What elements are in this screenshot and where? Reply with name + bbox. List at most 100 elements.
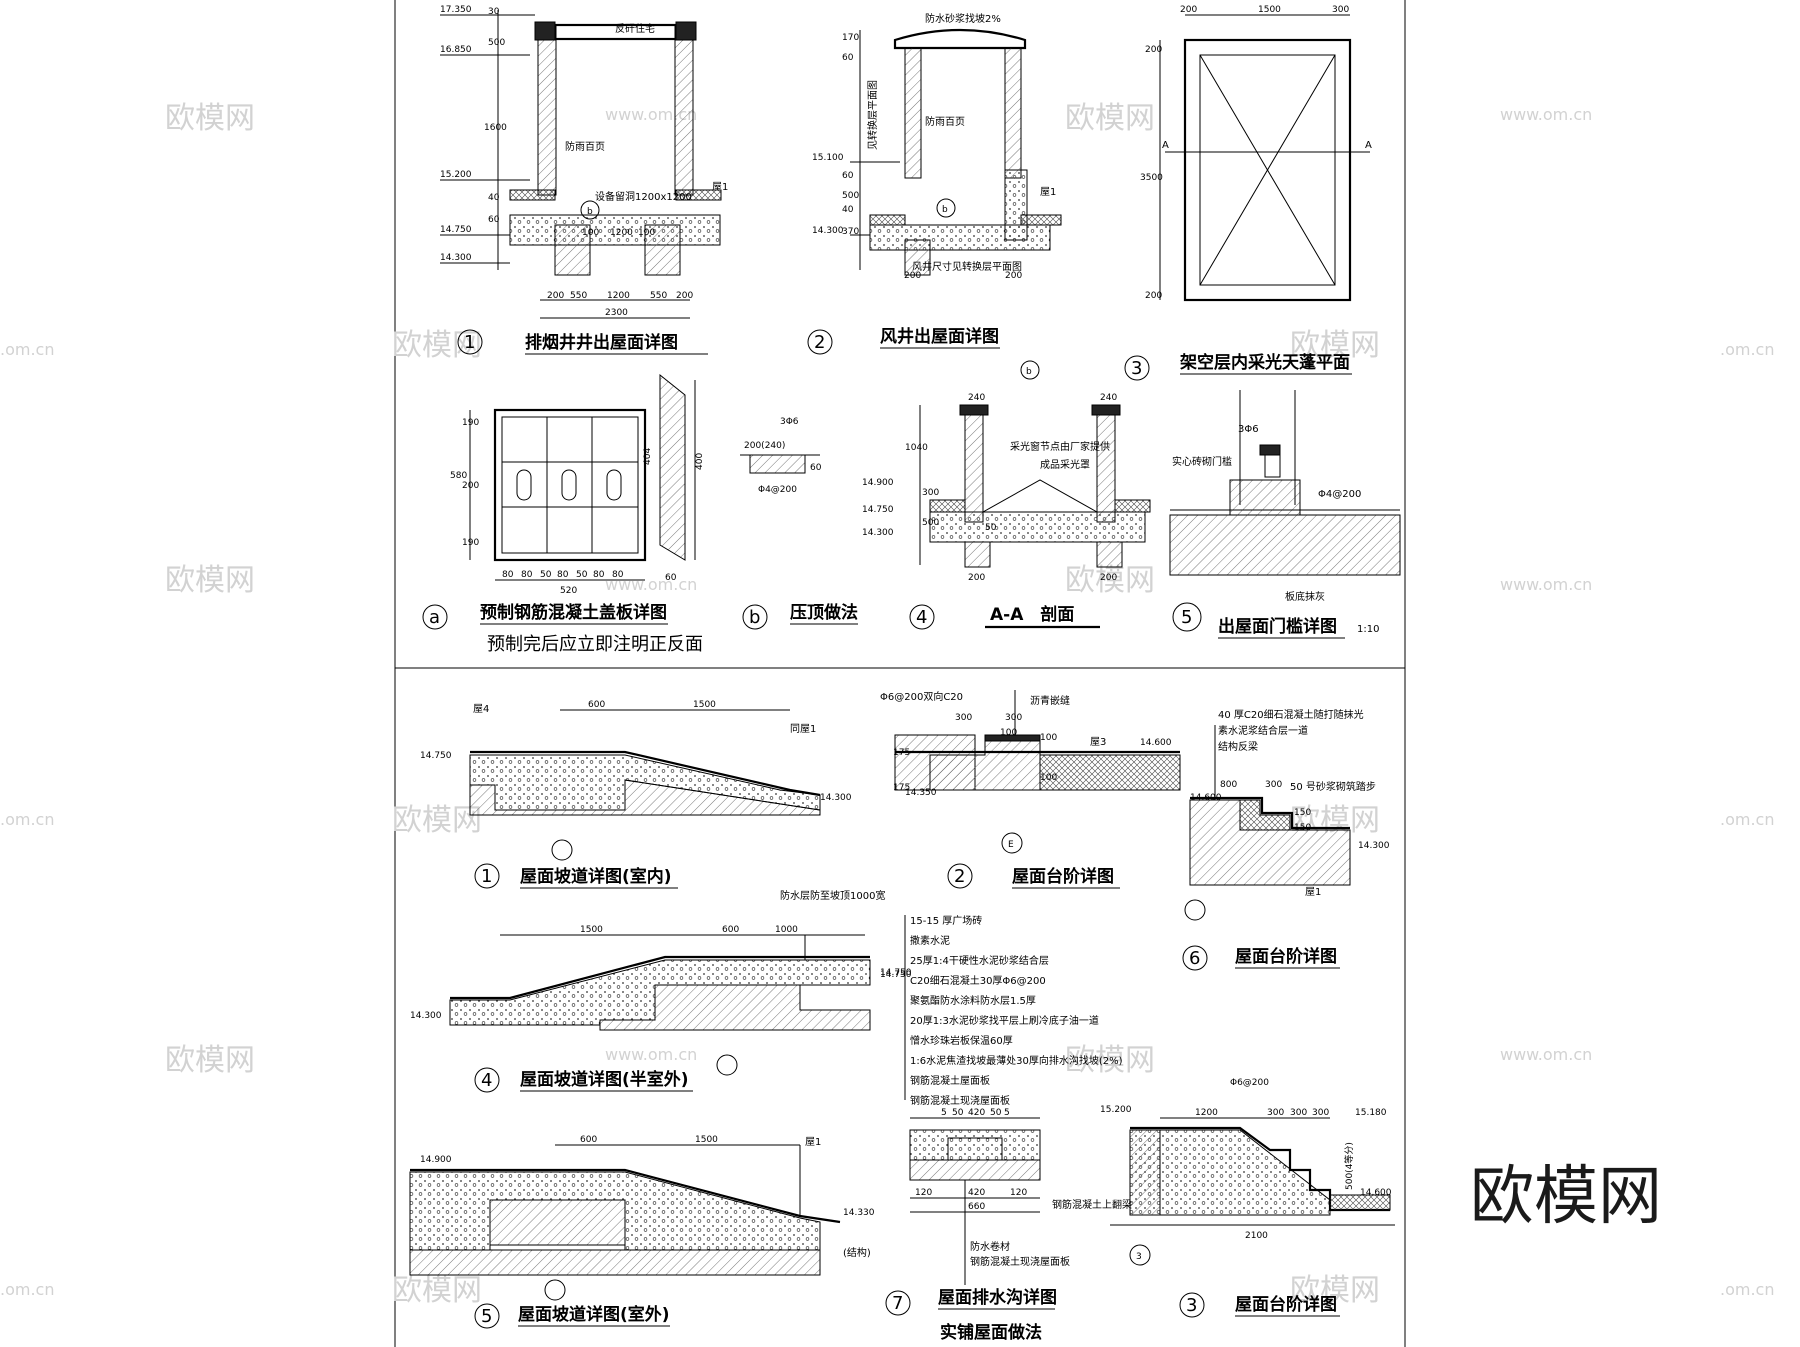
dim-label: 40 [842, 205, 854, 215]
dim-label: 1500 [695, 1135, 718, 1145]
dim-label: Φ4@200 [758, 485, 797, 495]
detail-caption-note: 预制完后应立即注明正反面 [487, 634, 703, 655]
detail-number: 2 [814, 332, 825, 353]
level-label: 14.300 [820, 793, 852, 803]
ref-mark: b [942, 205, 948, 215]
watermark-brand: 欧模网 [165, 563, 255, 598]
dim-label: 60 [810, 463, 822, 473]
watermark-brand: 欧模网 [392, 803, 482, 838]
layer-label: 1:6水泥焦渣找坡最薄处30厚向排水沟找坡(2%) [910, 1054, 1123, 1067]
dim-label: 800 [1220, 780, 1237, 790]
watermark-brand: 欧模网 [1290, 1273, 1380, 1308]
dim-label: 370 [842, 227, 859, 237]
dim-label: 1500 [1258, 5, 1281, 15]
detail-vent-shaft: b 防水砂浆找坡2% 防雨百页 屋1 风井尺寸见转换层平面图 见转换层平面图 1… [807, 12, 1062, 355]
dim-label: 175 [893, 748, 910, 758]
level-label: 14.300 [440, 253, 472, 263]
dim-label: 100 [1040, 733, 1057, 743]
note-label: 钢筋混凝土上翻梁 [1052, 1198, 1132, 1211]
dim-label: 50 [985, 523, 997, 533]
detail-number: 7 [892, 1293, 903, 1314]
dim-label: 1200 [610, 228, 633, 238]
dim-label: 30 [488, 7, 500, 17]
dim-label: 60 [665, 573, 677, 583]
detail-caption: 屋面排水沟详图 [938, 1287, 1057, 1308]
dim-label: 600 [588, 700, 605, 710]
watermark-brand: 欧模网 [165, 101, 255, 136]
note-label: 防雨百页 [925, 115, 965, 128]
dim-label: 200(240) [744, 441, 785, 451]
layer-label: 憎水珍珠岩板保温60厚 [910, 1034, 1013, 1047]
dim-label: 200 [547, 291, 564, 301]
dim-label: 5 [941, 1108, 947, 1118]
detail-caption: 压顶做法 [790, 602, 858, 623]
dim-label: 50 [990, 1108, 1002, 1118]
detail-ramp-semi-outdoor: 1500 600 1000 防水层防至坡顶1000宽 14.750 14.300… [410, 889, 912, 1093]
detail-ramp-indoor: 600 1500 14.750 14.300 屋4 同屋1 1 屋面坡道详图(室… [420, 700, 852, 889]
detail-number: b [749, 607, 760, 628]
dim-label: 200 [1005, 271, 1022, 281]
note-label: 板底抹灰 [1285, 590, 1325, 603]
dim-label: 1000 [775, 925, 798, 935]
dim-label: 1200 [1195, 1108, 1218, 1118]
detail-caption: 屋面台阶详图 [1235, 1294, 1337, 1315]
roof-mark: 屋1 [805, 1136, 821, 1148]
note-label: 钢筋混凝土现浇屋面板 [970, 1255, 1070, 1268]
detail-number: 3 [1186, 1295, 1197, 1316]
detail-caption: 屋面坡道详图(半室外) [520, 1069, 689, 1090]
layer-callouts: 15-15 厚广场砖 撒素水泥 25厚1:4干硬性水泥砂浆结合层 C20细石混凝… [904, 914, 1123, 1107]
note-label: 采光窗节点由厂家提供 [1010, 440, 1110, 453]
sheet-frame [394, 0, 1406, 1347]
detail-section-aa: b 采光窗节点由厂家提供 成品采光罩 14.900 14.750 14.300 … [862, 360, 1151, 630]
dim-label: 60 [842, 53, 854, 63]
detail-roof-steps-2: Φ6@200双向C20 沥青嵌缝 屋3 300 100 300 175 175 … [880, 690, 1181, 889]
dim-label: 50 [952, 1108, 964, 1118]
dim-label: 550 [570, 291, 587, 301]
level-label: 15.180 [1355, 1108, 1387, 1118]
level-label: 14.600 [1360, 1188, 1392, 1198]
detail-caption: 屋面台阶详图 [1235, 946, 1337, 967]
watermark-brand: 欧模网 [1290, 328, 1380, 363]
watermark-url: .om.cn [0, 340, 54, 359]
watermark-url: www.om.cn [1500, 575, 1592, 594]
detail-number: 1 [464, 332, 475, 353]
dim-label: 170 [842, 33, 859, 43]
roof-mark: 屋1 [712, 181, 728, 193]
watermark-brand: 欧模网 [165, 1043, 255, 1078]
detail-roof-steps-6: 40 厚C20细石混凝土随打随抹光 素水泥浆结合层一道 结构反梁 50 号砂浆砌… [1182, 708, 1390, 971]
dim-label: 190 [462, 538, 479, 548]
layer-label: 撒素水泥 [910, 934, 950, 947]
watermark-url: .om.cn [1720, 1280, 1774, 1299]
roof-mark: 屋1 [1305, 886, 1321, 898]
note-label: Φ6@200双向C20 [880, 690, 963, 703]
level-label: 16.850 [440, 45, 472, 55]
dim-label: 500(4等分) [1343, 1142, 1355, 1190]
note-label: 反矸住宅 [615, 22, 655, 35]
ref-mark: b [587, 207, 593, 217]
dim-label: 200 [462, 481, 479, 491]
dim-label: 240 [968, 393, 985, 403]
detail-door-sill: 3Φ6 实心砖砌门槛 Φ4@200 板底抹灰 5 出屋面门槛详图 1:10 [1169, 390, 1401, 639]
detail-caption: 风井出屋面详图 [880, 326, 999, 347]
level-label: 14.750 [440, 225, 472, 235]
level-label: 14.900 [862, 478, 894, 488]
roof-mark: 屋4 [473, 703, 489, 715]
dim-label: 200 [1100, 573, 1117, 583]
dim-label: 580 [450, 471, 467, 481]
level-label: 14.750 [420, 751, 452, 761]
level-label: 14.600 [1140, 738, 1172, 748]
dim-label: 80 [502, 570, 514, 580]
level-label: 14.750 [862, 505, 894, 515]
watermark-url: .om.cn [1720, 810, 1774, 829]
note-label: 防水层防至坡顶1000宽 [780, 889, 885, 902]
dim-label: 420 [968, 1108, 985, 1118]
note-label: 防水砂浆找坡2% [925, 12, 1001, 25]
roof-mark: 屋3 [1090, 736, 1106, 748]
detail-caption: A-A 剖面 [990, 604, 1074, 625]
dim-label: 3Φ6 [780, 417, 799, 427]
level-label: 15.200 [440, 170, 472, 180]
detail-number: 5 [1181, 607, 1192, 628]
dim-label: 175 [893, 783, 910, 793]
dim-label: 200 [1180, 5, 1197, 15]
